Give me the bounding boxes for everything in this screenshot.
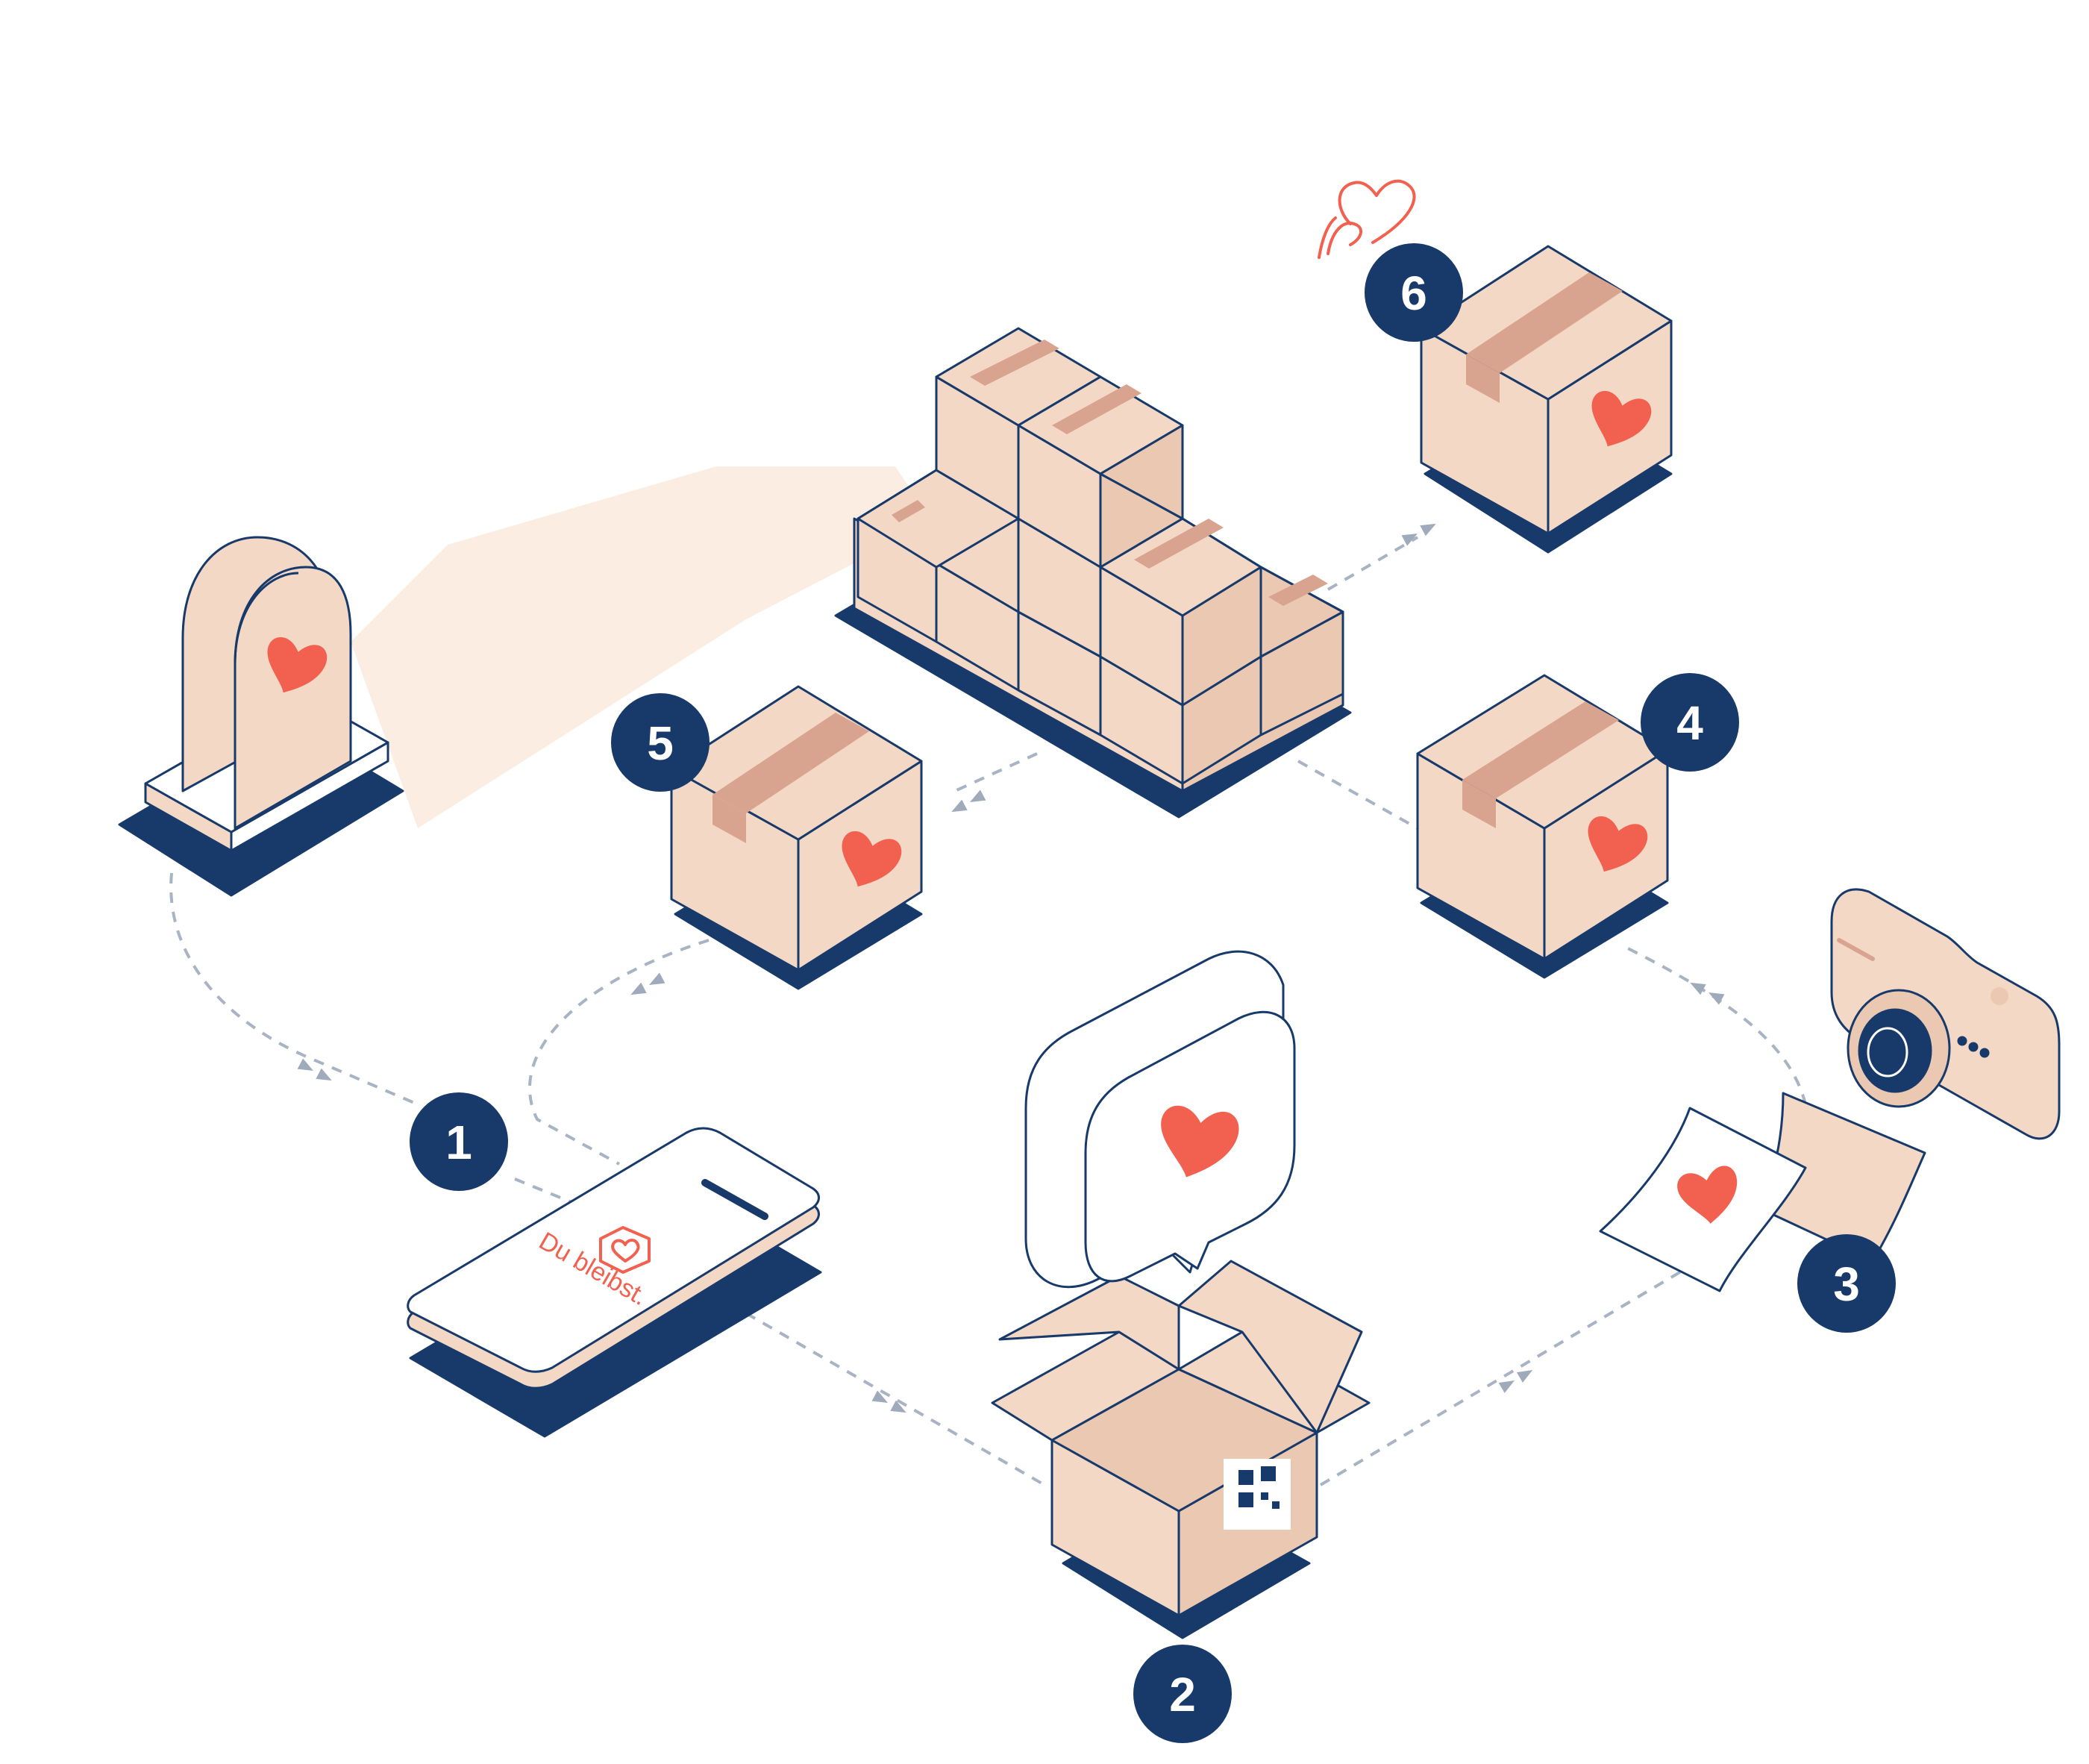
path-pallet-to-4 xyxy=(1297,760,1418,830)
camera xyxy=(1830,888,2061,1140)
path-box-to-3 xyxy=(1319,1267,1688,1486)
path-1-to-phone xyxy=(514,1177,598,1214)
badge-5: 5 xyxy=(611,693,710,792)
box-5 xyxy=(670,685,923,990)
svg-text:6: 6 xyxy=(1400,266,1427,320)
path-camera-to-4 xyxy=(1626,946,1807,1105)
svg-text:4: 4 xyxy=(1676,696,1703,750)
connection-lines xyxy=(169,536,1807,1486)
path-pallet-to-5 xyxy=(954,752,1038,792)
svg-text:1: 1 xyxy=(445,1116,472,1169)
phone-logo-icon xyxy=(599,1226,651,1274)
badge-3: 3 xyxy=(1797,1234,1896,1333)
path-stone-to-1 xyxy=(169,872,419,1106)
pallet-boxes xyxy=(834,327,1352,819)
svg-text:2: 2 xyxy=(1169,1668,1196,1721)
badge-4: 4 xyxy=(1641,673,1739,772)
path-5-to-phone xyxy=(528,939,710,1166)
badge-1: 1 xyxy=(410,1092,508,1191)
speech-bubble xyxy=(1024,950,1296,1289)
path-shadow xyxy=(351,466,933,828)
svg-text:3: 3 xyxy=(1833,1257,1860,1311)
svg-text:5: 5 xyxy=(647,716,674,770)
path-pallet-to-6 xyxy=(1327,536,1419,591)
qr-code-icon xyxy=(1238,1466,1280,1509)
badge-2: 2 xyxy=(1133,1645,1232,1743)
badge-6: 6 xyxy=(1365,243,1463,342)
open-box xyxy=(991,1260,1371,1639)
hand-heart-icon xyxy=(1318,179,1416,259)
gravestone xyxy=(118,536,404,897)
